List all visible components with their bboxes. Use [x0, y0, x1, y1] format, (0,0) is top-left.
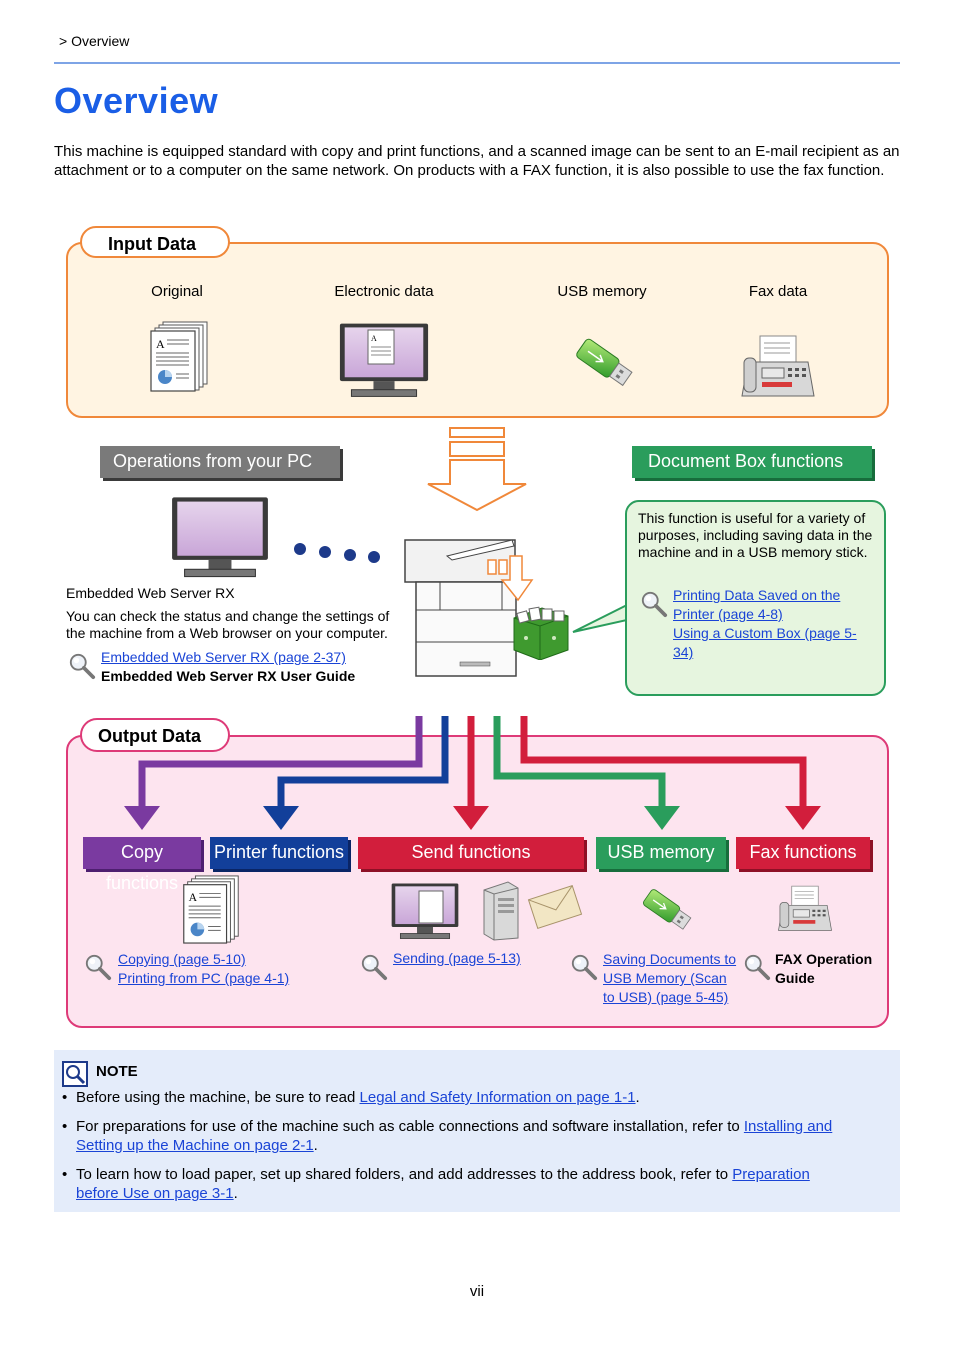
sending-link[interactable]: Sending (page 5-13)	[393, 950, 521, 966]
copy-links: Copying (page 5-10) Printing from PC (pa…	[118, 950, 289, 988]
note-panel	[54, 1050, 900, 1212]
ews-title: Embedded Web Server RX	[66, 585, 235, 601]
magnifier-icon	[360, 953, 388, 981]
note-bullet-3: •	[62, 1166, 68, 1183]
note-bullet-1: •	[62, 1089, 68, 1106]
preparation-link-part1[interactable]: Preparation	[732, 1166, 810, 1183]
usb-links: Saving Documents to USB Memory (Scan to …	[603, 950, 736, 1007]
printing-from-pc-link[interactable]: Printing from PC (page 4-1)	[118, 970, 290, 986]
magnifier-icon	[743, 953, 771, 981]
magnifier-icon	[84, 953, 112, 981]
intro-paragraph: This machine is equipped standard with c…	[54, 143, 900, 179]
printing-data-saved-link-line2[interactable]: Printer (page 4-8)	[673, 606, 783, 622]
document-box-panel	[625, 500, 886, 696]
page-number: vii	[469, 1283, 485, 1300]
fax-guide-line2: Guide	[775, 970, 815, 986]
envelope-icon	[527, 884, 583, 930]
ews-guide: Embedded Web Server RX User Guide	[101, 668, 356, 684]
fax-functions-button[interactable]: Fax functions	[736, 837, 870, 869]
monitor-icon: A	[338, 320, 430, 400]
document-box-description: This function is useful for a variety of…	[638, 510, 873, 560]
input-label-electronic-data: Electronic data	[334, 283, 434, 300]
input-label-original: Original	[151, 283, 203, 300]
header-divider	[54, 62, 900, 64]
page-title: Overview	[54, 80, 219, 121]
note-bullet-2: •	[62, 1118, 68, 1135]
installing-link-part2[interactable]: Setting up the Machine on page 2-1	[76, 1137, 314, 1154]
monitor-icon	[390, 882, 460, 940]
fax-guide-line1: FAX Operation	[775, 951, 873, 967]
svg-text:A: A	[371, 334, 377, 343]
note-icon	[62, 1061, 88, 1087]
ews-link[interactable]: Embedded Web Server RX (page 2-37)	[101, 649, 346, 665]
send-functions-button[interactable]: Send functions	[358, 837, 584, 869]
flow-diagram-graphics	[294, 427, 629, 633]
document-box-links: Printing Data Saved on the Printer (page…	[673, 586, 857, 662]
note-item-3: To learn how to load paper, set up share…	[76, 1166, 810, 1202]
mfp-printer-icon	[404, 539, 534, 677]
custom-box-link-line1[interactable]: Using a Custom Box (page 5-	[673, 625, 857, 641]
document-stack-icon	[180, 874, 242, 944]
breadcrumb: > Overview	[59, 33, 130, 49]
fax-guide: FAX Operation Guide	[775, 950, 872, 988]
server-tower-icon	[483, 881, 519, 941]
saving-docs-link-line2[interactable]: USB Memory (Scan	[603, 970, 727, 986]
usb-stick-icon	[636, 882, 696, 938]
printing-data-saved-link-line1[interactable]: Printing Data Saved on the	[673, 587, 841, 603]
input-label-fax-data: Fax data	[748, 283, 808, 300]
input-label-usb-memory: USB memory	[557, 283, 647, 300]
copying-link[interactable]: Copying (page 5-10)	[118, 951, 246, 967]
custom-box-link-line2[interactable]: 34)	[673, 644, 694, 660]
magnifier-icon	[570, 953, 598, 981]
ews-description: You can check the status and change the …	[66, 608, 390, 641]
document-box-tag: Document Box functions	[632, 446, 872, 478]
legal-safety-link[interactable]: Legal and Safety Information on page 1-1	[359, 1089, 636, 1106]
printer-functions-button[interactable]: Printer functions	[210, 837, 348, 869]
copy-functions-button[interactable]: Copy functions	[83, 837, 201, 893]
saving-docs-link-line1[interactable]: Saving Documents to	[603, 951, 737, 967]
preparation-link-part2[interactable]: before Use on page 3-1	[76, 1185, 234, 1202]
installing-link-part1[interactable]: Installing and	[743, 1118, 833, 1135]
output-arrows	[124, 716, 821, 830]
note-label: NOTE	[96, 1063, 138, 1080]
operations-pc-tag: Operations from your PC	[100, 446, 340, 478]
usb-memory-button[interactable]: USB memory	[596, 837, 726, 869]
note-item-2: For preparations for use of the machine …	[76, 1118, 833, 1154]
document-box-icon	[513, 606, 569, 660]
note-item-1: Before using the machine, be sure to rea…	[76, 1089, 640, 1106]
input-data-heading: Input Data	[80, 226, 230, 258]
fax-machine-icon	[777, 884, 833, 934]
output-data-heading: Output Data	[80, 718, 230, 752]
saving-docs-link-line3[interactable]: to USB) (page 5-45)	[603, 989, 729, 1005]
